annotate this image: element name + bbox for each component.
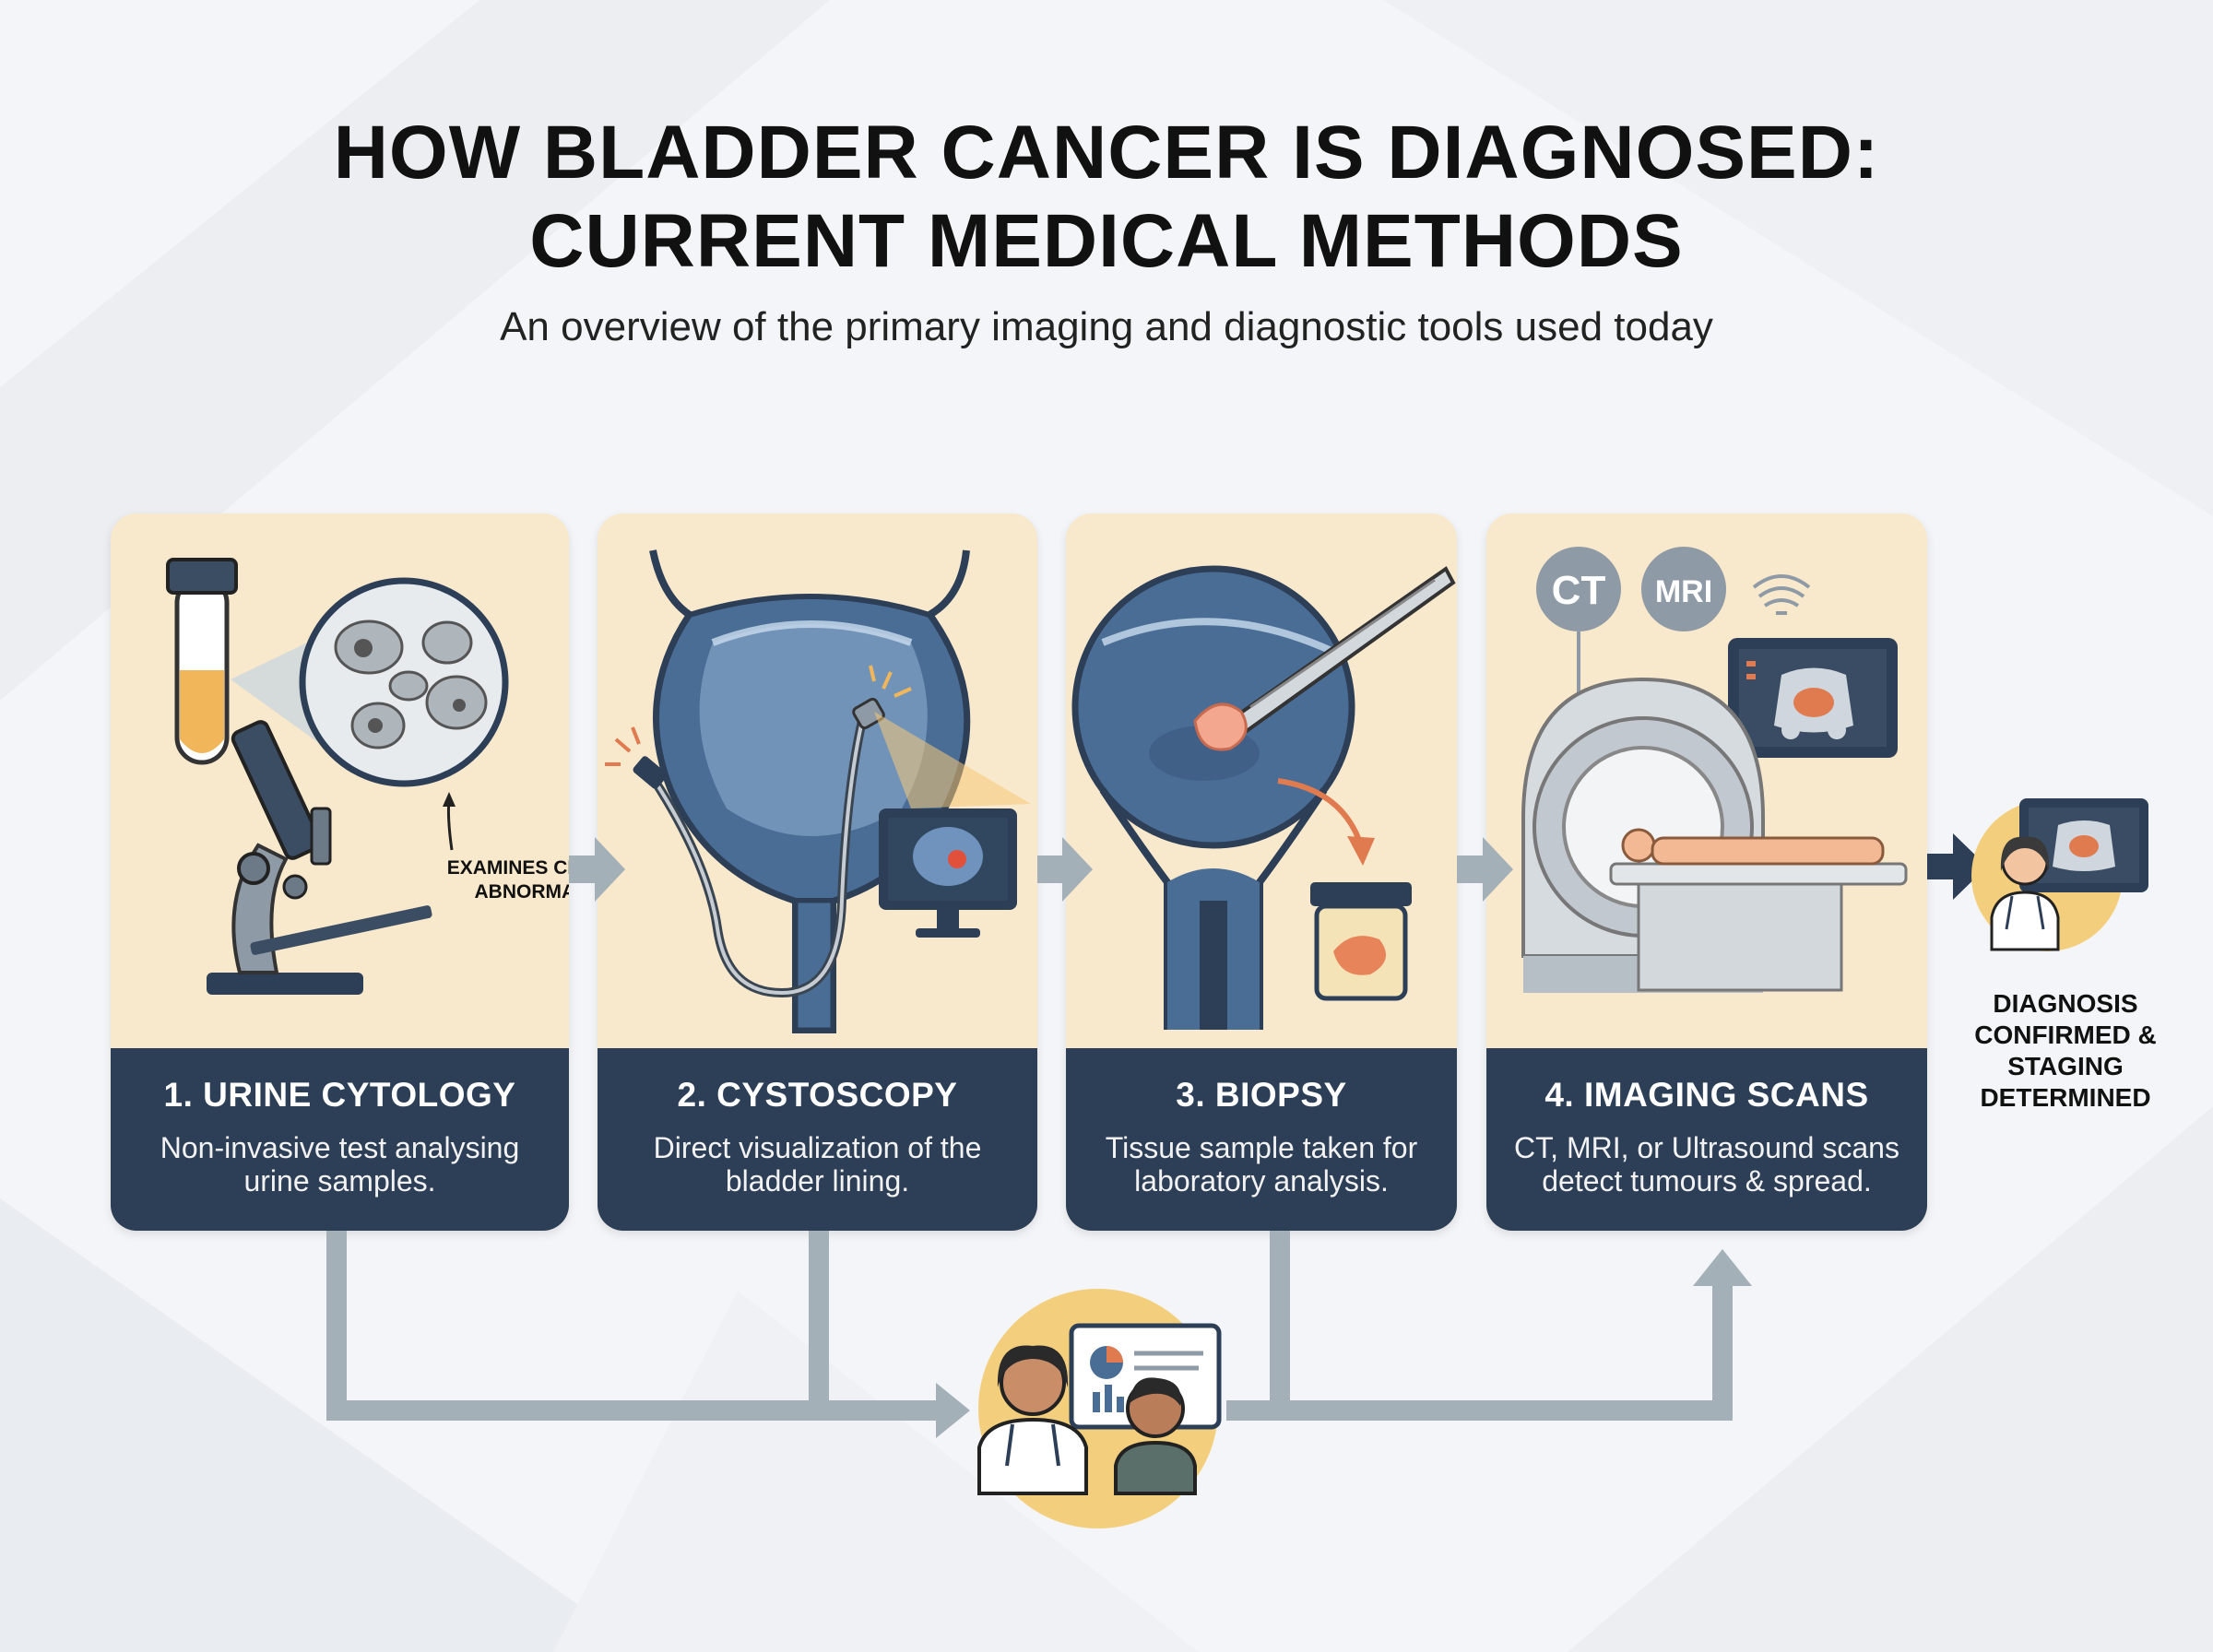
step-band: 1. URINE CYTOLOGY Non-invasive test anal…: [111, 1048, 569, 1231]
microscope-illustration: [166, 558, 509, 995]
step-description: CT, MRI, or Ultrasound scans detect tumo…: [1514, 1131, 1899, 1198]
step-card-imaging-scans: CT MRI 4. IMAGING SCANS CT, MRI, or Ult: [1486, 513, 1927, 1231]
step-band: 2. CYSTOSCOPY Direct visualization of th…: [598, 1048, 1037, 1231]
step-card-cystoscopy: 2. CYSTOSCOPY Direct visualization of th…: [598, 513, 1037, 1231]
outcome-label: DIAGNOSIS CONFIRMED & STAGING DETERMINED: [1974, 989, 2157, 1112]
cystoscope-illustration: [605, 549, 1031, 1033]
step-description: Direct visualization of the bladder lini…: [653, 1131, 982, 1198]
step-card-biopsy: 3. BIOPSY Tissue sample taken for labora…: [1066, 513, 1457, 1231]
page-subtitle: An overview of the primary imaging and d…: [500, 304, 1713, 349]
step-title: 3. BIOPSY: [1176, 1076, 1347, 1114]
page-title-line-1: HOW BLADDER CANCER IS DIAGNOSED:: [333, 111, 1880, 195]
ct-badge-label: CT: [1552, 568, 1606, 613]
mri-badge: [1641, 547, 1726, 631]
step-card-urine-cytology: EXAMINES CELLS FOR ABNORMALITIES 1. URIN…: [111, 513, 569, 1231]
callout-label: EXAMINES CELLS FOR ABNORMALITIES: [446, 857, 569, 903]
step-description: Non-invasive test analysing urine sample…: [160, 1131, 520, 1198]
step-band: 3. BIOPSY Tissue sample taken for labora…: [1066, 1048, 1457, 1231]
step-title: 4. IMAGING SCANS: [1544, 1076, 1869, 1114]
mri-badge-label: MRI: [1655, 574, 1712, 609]
ultrasound-wave-icon: [1752, 574, 1811, 615]
biopsy-illustration: [1071, 565, 1456, 1030]
page-title-line-2: CURRENT MEDICAL METHODS: [529, 199, 1684, 283]
step-description: Tissue sample taken for laboratory analy…: [1105, 1131, 1418, 1198]
scanner-illustration: CT MRI: [1521, 547, 1908, 993]
step-band: 4. IMAGING SCANS CT, MRI, or Ultrasound …: [1486, 1048, 1927, 1231]
ct-badge: [1536, 547, 1621, 631]
step-title: 2. CYSTOSCOPY: [677, 1076, 958, 1114]
step-title: 1. URINE CYTOLOGY: [163, 1076, 516, 1114]
